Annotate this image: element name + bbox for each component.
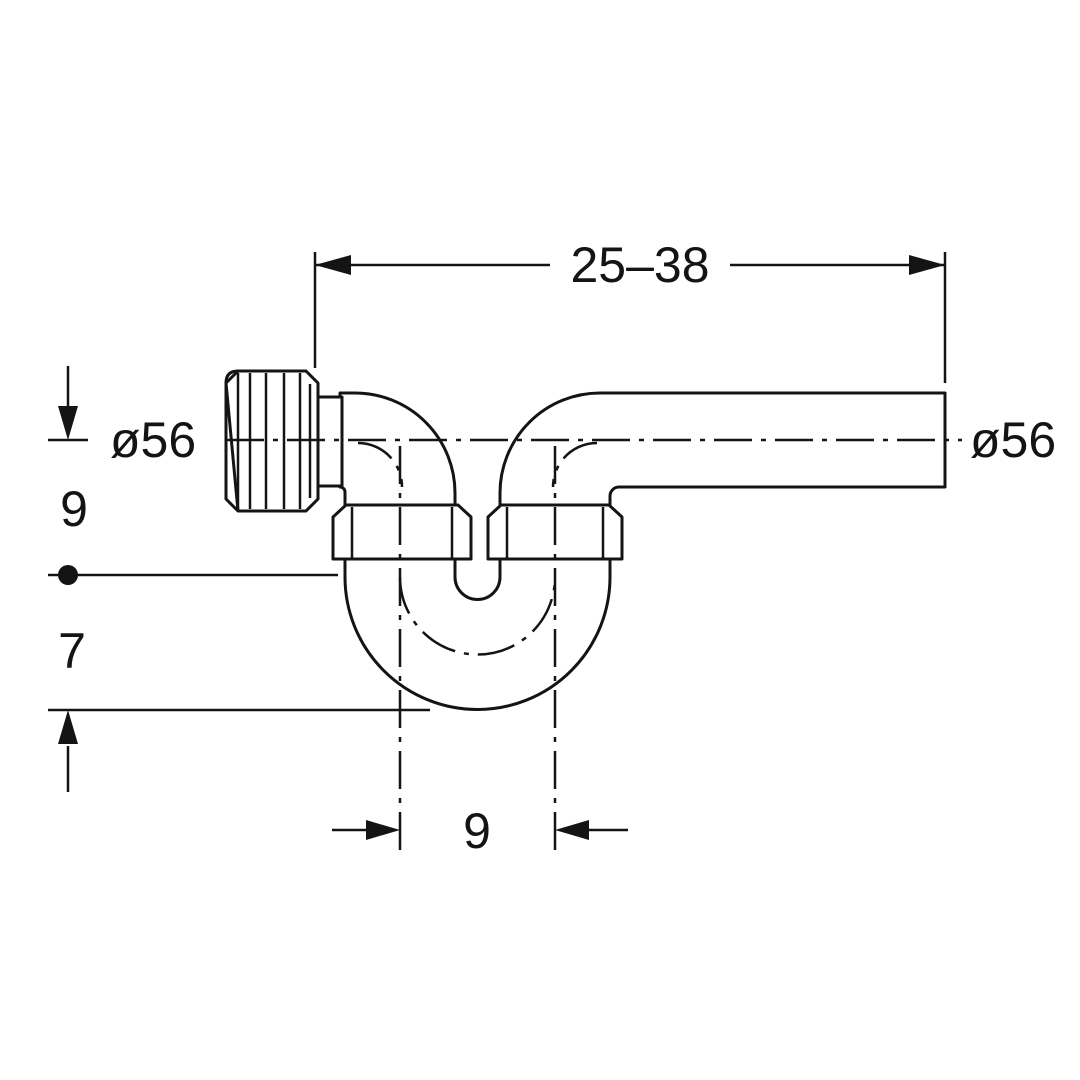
u-bend-centerline — [398, 576, 557, 656]
dimension-bottom-offset — [332, 820, 628, 840]
arrowhead-right-icon — [909, 255, 945, 275]
slip-nut-left-body — [331, 503, 473, 561]
slip-nut-left — [331, 503, 473, 561]
arrowhead-left-icon — [315, 255, 351, 275]
union-nut — [224, 369, 320, 513]
elbow-centerline-left — [357, 441, 404, 488]
inlet-collar — [314, 395, 344, 488]
dimension-top-width — [313, 252, 947, 383]
p-trap-outline — [224, 369, 947, 711]
arrowhead-up-icon — [58, 710, 78, 744]
dim-bottom-label: 9 — [463, 803, 491, 859]
diameter-right-label: ø56 — [970, 412, 1056, 468]
diameter-left-label: ø56 — [110, 412, 196, 468]
dim-left-upper-label: 9 — [60, 481, 88, 537]
arrowhead-left-icon — [555, 820, 589, 840]
u-bend — [343, 557, 612, 711]
dimension-labels: 25–38 ø56 ø56 9 7 9 — [58, 237, 1056, 859]
centerlines — [226, 438, 962, 857]
arrowhead-down-icon — [58, 406, 78, 440]
dim-top-width-label: 25–38 — [570, 237, 709, 293]
elbow-centerline-right — [551, 441, 598, 488]
dimension-left-column — [48, 366, 430, 792]
arrowhead-right-icon — [366, 820, 400, 840]
outlet-pipe — [498, 391, 947, 562]
dim-left-lower-label: 7 — [58, 623, 86, 679]
